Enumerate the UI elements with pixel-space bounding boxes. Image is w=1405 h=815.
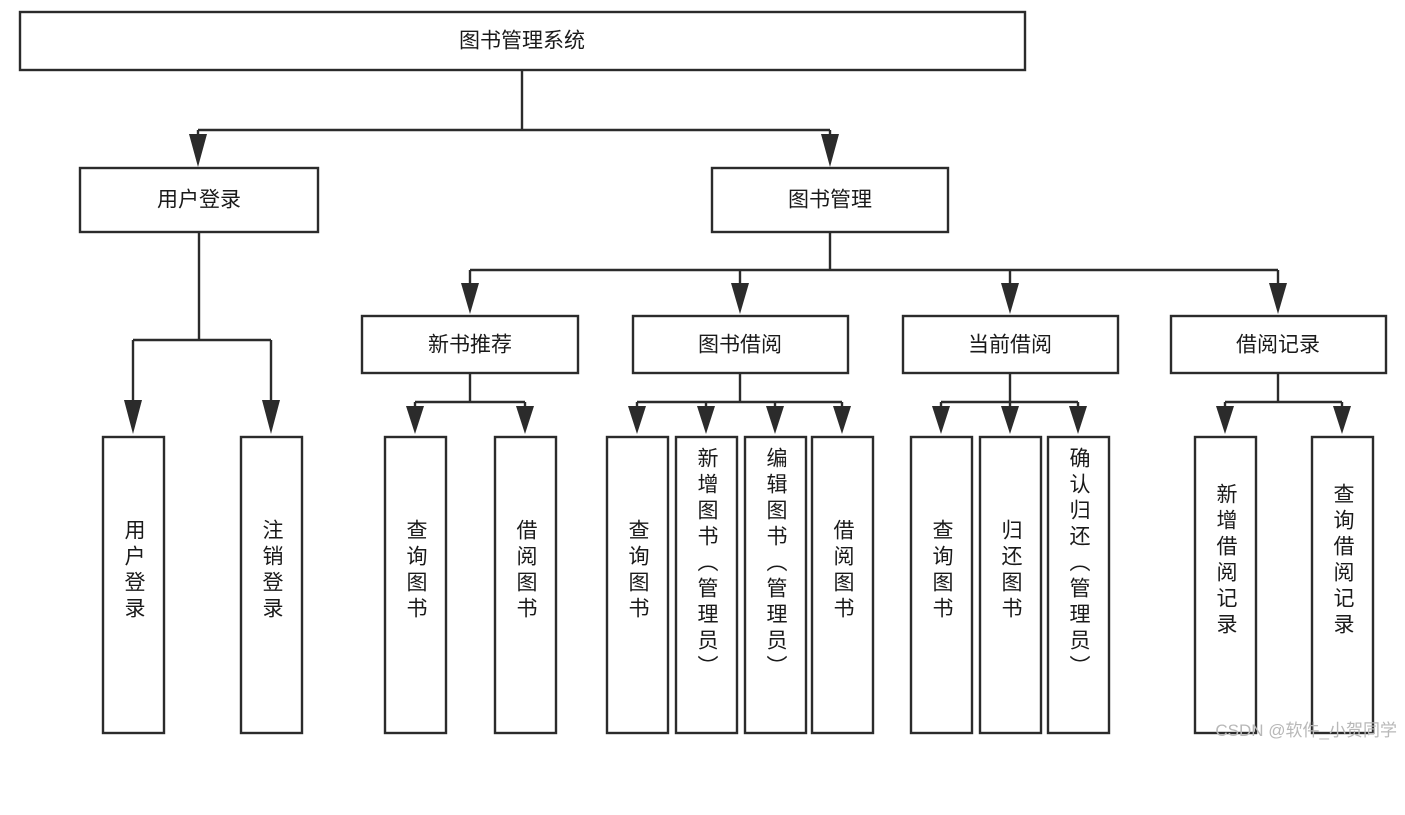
arrow-to-current-borrow-icon <box>1001 283 1019 314</box>
node-user-login[interactable]: 用户登录 <box>78 166 320 234</box>
arrow-to-borrow-record-icon <box>1269 283 1287 314</box>
arrow-currentborrow-leaf-3-icon <box>1069 406 1087 434</box>
arrow-newbook-leaf-1-icon <box>406 406 424 434</box>
new-book-recommend-box[interactable] <box>360 314 580 375</box>
book-borrow-label: 图书借阅 <box>698 334 782 357</box>
arrow-bookborrow-leaf-4-icon <box>833 406 851 434</box>
leaf-box-book-borrow-3[interactable] <box>743 435 808 735</box>
root-box[interactable] <box>18 10 1027 72</box>
leaf-box-book-borrow-1[interactable] <box>605 435 670 735</box>
node-new-book-recommend[interactable]: 新书推荐 <box>360 314 580 375</box>
new-book-recommend-label: 新书推荐 <box>428 334 512 357</box>
arrow-to-user-login-icon <box>189 134 207 167</box>
borrow-record-label: 借阅记录 <box>1236 334 1320 357</box>
leaf-box-borrow-record-2[interactable] <box>1310 435 1375 735</box>
csdn-watermark: CSDN @软件_小贺同学 <box>1215 721 1397 740</box>
arrow-newbook-leaf-2-icon <box>516 406 534 434</box>
node-root[interactable]: 图书管理系统 <box>18 10 1027 72</box>
leaf-box-current-borrow-1[interactable] <box>909 435 974 735</box>
node-book-borrow[interactable]: 图书借阅 <box>631 314 850 375</box>
arrow-userlogin-leaf-1-icon <box>124 400 142 434</box>
leaf-box-user-login-2[interactable] <box>239 435 304 735</box>
leaf-box-book-borrow-4[interactable] <box>810 435 875 735</box>
arrow-userlogin-leaf-2-icon <box>262 400 280 434</box>
leaf-box-new-book-1[interactable] <box>383 435 448 735</box>
node-current-borrow[interactable]: 当前借阅 <box>901 314 1120 375</box>
book-management-system-diagram: 图书管理系统 用户登录 图书管理 <box>18 10 1397 740</box>
arrow-bookborrow-leaf-3-icon <box>766 406 784 434</box>
diagram-canvas: 图书管理系统 用户登录 图书管理 <box>18 10 1388 735</box>
leaf-box-borrow-record-1[interactable] <box>1193 435 1258 735</box>
borrow-record-box[interactable] <box>1169 314 1388 375</box>
leaf-box-user-login-1[interactable] <box>101 435 166 735</box>
book-management-box[interactable] <box>710 166 950 234</box>
arrow-currentborrow-leaf-2-icon <box>1001 406 1019 434</box>
current-borrow-label: 当前借阅 <box>968 334 1052 357</box>
arrow-to-book-borrow-icon <box>731 283 749 314</box>
node-borrow-record[interactable]: 借阅记录 <box>1169 314 1388 375</box>
arrow-bookborrow-leaf-1-icon <box>628 406 646 434</box>
arrow-to-book-management-icon <box>821 134 839 167</box>
leaf-box-book-borrow-2[interactable] <box>674 435 739 735</box>
root-label: 图书管理系统 <box>459 30 585 53</box>
leaf-box-current-borrow-2[interactable] <box>978 435 1043 735</box>
leaf-box-current-borrow-3[interactable] <box>1046 435 1111 735</box>
leaf-box-new-book-2[interactable] <box>493 435 558 735</box>
arrow-bookborrow-leaf-2-icon <box>697 406 715 434</box>
arrow-to-new-book-icon <box>461 283 479 314</box>
book-management-label: 图书管理 <box>788 189 872 212</box>
arrow-currentborrow-leaf-1-icon <box>932 406 950 434</box>
user-login-label: 用户登录 <box>157 189 241 212</box>
arrow-borrowrecord-leaf-2-icon <box>1333 406 1351 434</box>
book-borrow-box[interactable] <box>631 314 850 375</box>
current-borrow-box[interactable] <box>901 314 1120 375</box>
node-book-management[interactable]: 图书管理 <box>710 166 950 234</box>
arrow-borrowrecord-leaf-1-icon <box>1216 406 1234 434</box>
